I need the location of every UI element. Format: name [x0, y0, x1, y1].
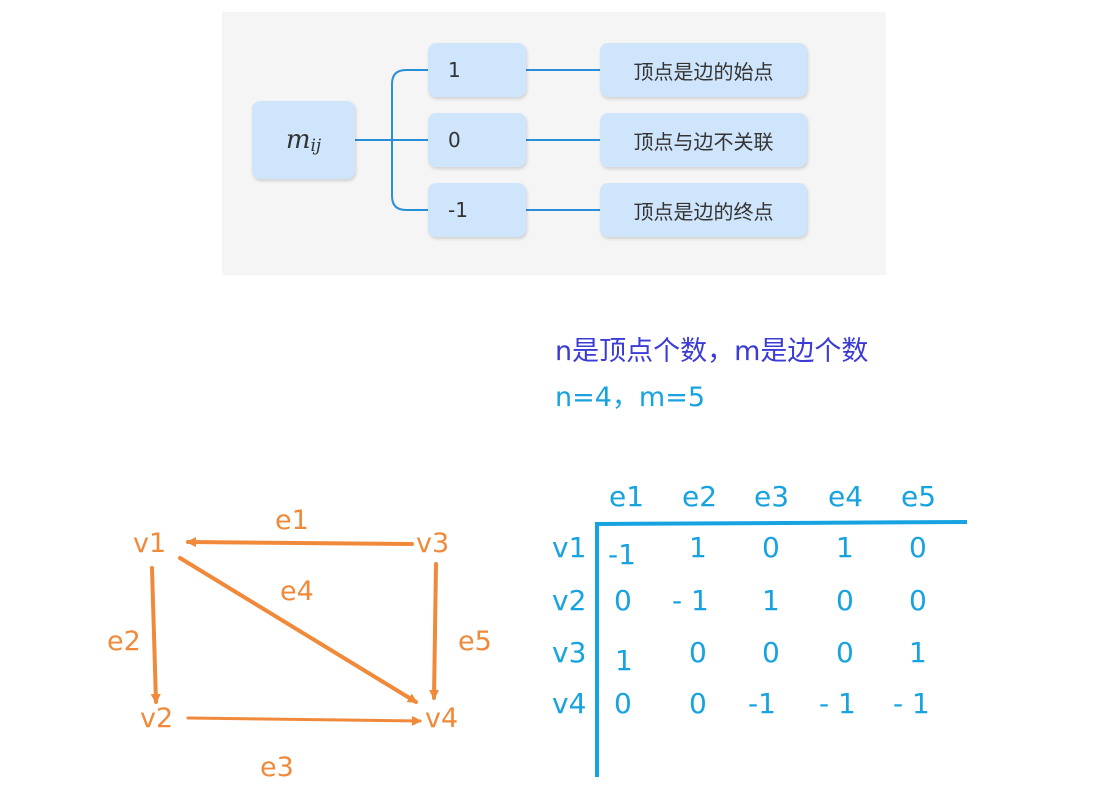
desc-node-unrelated: 顶点与边不关联 — [600, 113, 807, 167]
edge-e4-arrow — [178, 556, 418, 704]
count-values-text: n=4，m=5 — [555, 382, 706, 413]
root-variable: m — [285, 125, 311, 155]
matrix-cell: 0 — [614, 687, 632, 720]
vertex-v4: v4 — [425, 703, 459, 734]
matrix-cell: - 1 — [672, 584, 709, 617]
matrix-cell: 1 — [836, 531, 854, 564]
edge-label-e4: e4 — [280, 576, 314, 607]
col-header-e2: e2 — [682, 480, 718, 513]
desc-label: 顶点是边的始点 — [633, 59, 774, 84]
matrix-cell: -1 — [608, 538, 636, 571]
matrix-cell: 0 — [909, 531, 927, 564]
desc-node-start: 顶点是边的始点 — [600, 43, 807, 97]
matrix-cell: 0 — [614, 584, 632, 617]
matrix-cell: 0 — [689, 687, 707, 720]
matrix-cell: 1 — [762, 584, 780, 617]
vertex-v1: v1 — [133, 528, 167, 559]
edge-e3-arrow — [186, 715, 422, 726]
edge-e5-arrow — [429, 562, 440, 700]
row-header-v3: v3 — [552, 636, 587, 669]
col-header-e1: e1 — [609, 480, 645, 513]
edge-label-e3: e3 — [260, 752, 294, 783]
mindmap-connectors — [355, 69, 600, 211]
value-node-minus-1: -1 — [428, 183, 526, 237]
vertex-v2: v2 — [140, 703, 174, 734]
matrix-cell: 0 — [909, 584, 927, 617]
desc-label: 顶点是边的终点 — [633, 199, 774, 224]
value-node-0: 0 — [428, 113, 526, 167]
desc-node-end: 顶点是边的终点 — [600, 183, 807, 237]
edge-e2-arrow — [150, 566, 161, 704]
desc-label: 顶点与边不关联 — [633, 129, 774, 154]
matrix-cell: - 1 — [893, 687, 930, 720]
vertex-v3: v3 — [416, 528, 450, 559]
matrix-cell: 1 — [615, 644, 633, 677]
value-label: 0 — [448, 128, 461, 152]
directed-graph — [150, 537, 440, 726]
matrix-cell: -1 — [748, 687, 776, 720]
matrix-cell: 0 — [762, 636, 780, 669]
row-header-v4: v4 — [552, 687, 587, 720]
value-node-1: 1 — [428, 43, 526, 97]
col-header-e5: e5 — [901, 480, 937, 513]
row-header-v2: v2 — [552, 584, 587, 617]
row-header-v1: v1 — [552, 531, 587, 564]
edge-label-e5: e5 — [458, 626, 492, 657]
value-label: 1 — [448, 58, 461, 82]
edge-label-e1: e1 — [275, 505, 309, 536]
matrix-cell: 1 — [909, 636, 927, 669]
edge-label-e2: e2 — [107, 626, 141, 657]
matrix-cell: 0 — [689, 636, 707, 669]
col-header-e3: e3 — [754, 480, 790, 513]
matrix-cell: 0 — [762, 531, 780, 564]
matrix-cell: 0 — [836, 584, 854, 617]
matrix-cell: - 1 — [819, 687, 856, 720]
col-header-e4: e4 — [828, 480, 864, 513]
matrix-cell: 0 — [836, 636, 854, 669]
matrix-horizontal-axis — [594, 519, 968, 527]
root-subscript: ij — [310, 136, 322, 156]
edge-e1-arrow — [186, 537, 414, 548]
value-label: -1 — [448, 198, 468, 222]
matrix-cell: 1 — [689, 531, 707, 564]
count-definition-text: n是顶点个数，m是边个数 — [555, 336, 869, 367]
